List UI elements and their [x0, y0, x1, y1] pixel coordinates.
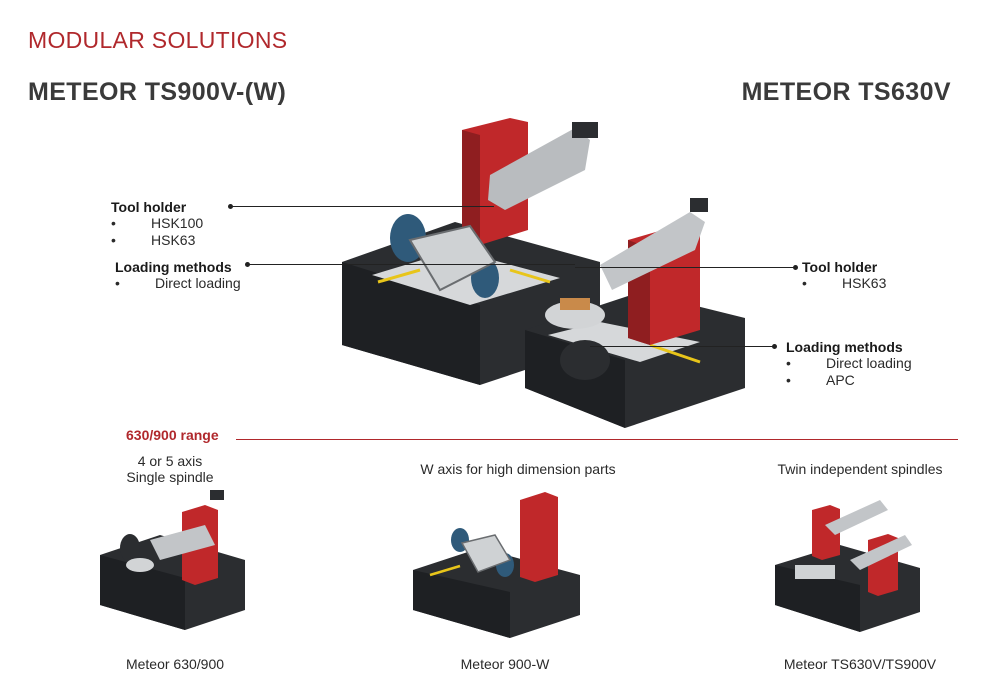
variant-caption: Meteor 630/900: [125, 656, 225, 672]
right-model-title: METEOR TS630V: [741, 78, 951, 106]
tool-holder-callout-dot-right: [793, 265, 798, 270]
right-loading-callout: Loading methods •Direct loading •APC: [786, 339, 912, 389]
variant-description: Twin independent spindles: [777, 461, 943, 477]
left-tool-holder-item: •HSK63: [111, 232, 196, 248]
range-divider: [236, 439, 958, 440]
variant-description: W axis for high dimension parts: [420, 461, 616, 477]
right-tool-holder-callout: Tool holder •HSK63: [802, 259, 886, 292]
loading-callout-dot-right: [772, 344, 777, 349]
left-tool-holder-callout: Tool holder •HSK100 •HSK63: [111, 199, 203, 249]
left-tool-holder-item: •HSK100: [111, 215, 204, 231]
loading-callout-dot-left: [245, 262, 250, 267]
variant-description: 4 or 5 axis Single spindle: [126, 453, 214, 485]
right-loading-title: Loading methods: [786, 339, 903, 355]
left-loading-item: •Direct loading: [115, 275, 241, 291]
right-loading-item: •Direct loading: [786, 355, 912, 371]
left-model-title: METEOR TS900V-(W): [28, 78, 287, 106]
left-loading-callout: Loading methods •Direct loading: [115, 259, 241, 292]
right-loading-item: •APC: [786, 372, 855, 388]
loading-callout-line-right: [590, 346, 774, 347]
right-tool-holder-title: Tool holder: [802, 259, 878, 275]
variant-caption: Meteor 900-W: [460, 656, 550, 672]
left-tool-holder-title: Tool holder: [111, 199, 187, 215]
tool-holder-callout-dot-left: [228, 204, 233, 209]
tool-holder-callout-line-right: [575, 267, 795, 268]
left-loading-title: Loading methods: [115, 259, 232, 275]
right-tool-holder-item: •HSK63: [802, 275, 887, 291]
loading-callout-line-left: [249, 264, 575, 265]
variant-caption: Meteor TS630V/TS900V: [783, 656, 937, 672]
tool-holder-callout-line-left: [232, 206, 494, 207]
section-title: MODULAR SOLUTIONS: [28, 27, 288, 53]
range-title: 630/900 range: [126, 427, 219, 443]
